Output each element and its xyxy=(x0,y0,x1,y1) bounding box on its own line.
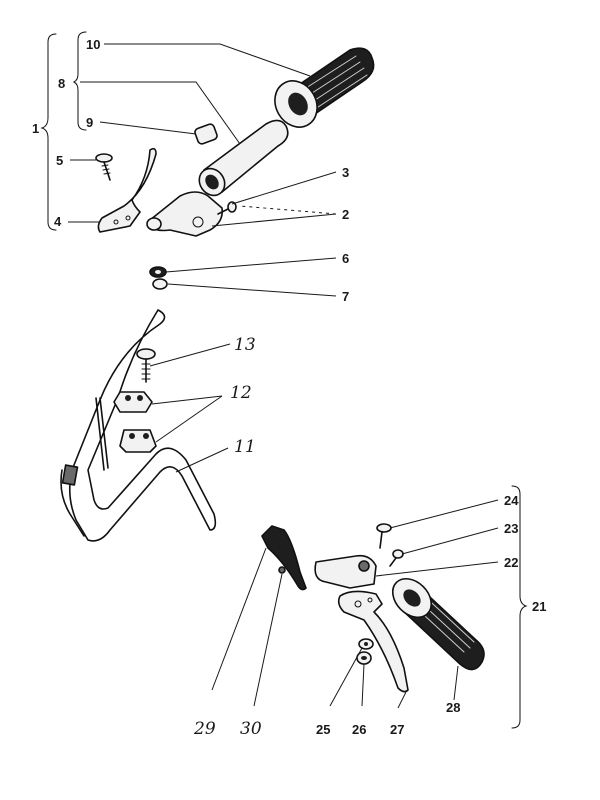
label-part-25: 25 xyxy=(316,722,330,737)
label-part-2: 2 xyxy=(342,207,349,222)
leader-7 xyxy=(167,283,337,297)
label-part-9: 9 xyxy=(86,115,93,130)
leader-12b xyxy=(155,395,223,443)
leader-8 xyxy=(80,81,241,145)
clamp-part-12-lower xyxy=(119,429,157,453)
washer-part-6 xyxy=(149,266,167,278)
label-part-13: 13 xyxy=(234,335,256,355)
leader-24 xyxy=(389,499,499,529)
screw-part-23 xyxy=(389,549,404,567)
leader-22 xyxy=(375,561,499,577)
leader-6 xyxy=(165,257,337,273)
screw-part-24 xyxy=(376,523,392,549)
clutch-lever-part-27 xyxy=(337,590,409,693)
label-part-30: 30 xyxy=(240,719,262,739)
label-part-10: 10 xyxy=(86,37,100,52)
label-part-4: 4 xyxy=(54,214,62,229)
label-part-6: 6 xyxy=(342,251,349,266)
leader-23 xyxy=(401,527,499,555)
label-part-29: 29 xyxy=(193,719,216,739)
leader-12a xyxy=(151,395,223,405)
label-part-7: 7 xyxy=(342,289,349,304)
label-part-22: 22 xyxy=(504,555,518,570)
leader-9 xyxy=(99,121,197,135)
label-part-1: 1 xyxy=(32,121,39,136)
leader-2b xyxy=(211,213,337,227)
washer-part-25 xyxy=(358,638,374,650)
label-part-28: 28 xyxy=(446,700,460,715)
label-part-5: 5 xyxy=(56,153,63,168)
nut-part-7 xyxy=(152,278,168,290)
screw-part-5 xyxy=(95,153,113,181)
roller-part-9 xyxy=(194,123,218,145)
throttle-housing-part-2 xyxy=(146,191,224,237)
throttle-grip-part-10 xyxy=(274,47,375,128)
leader-10 xyxy=(104,43,311,77)
leader-11 xyxy=(175,447,229,473)
screw-part-3 xyxy=(217,201,237,215)
screw-part-13 xyxy=(136,348,156,383)
small-part-30 xyxy=(278,566,286,574)
leader-13 xyxy=(149,343,231,367)
throttle-tube-part-8 xyxy=(198,119,289,197)
label-part-23: 23 xyxy=(504,521,518,536)
lever-cover-part-29 xyxy=(261,525,307,591)
label-part-24: 24 xyxy=(504,493,519,508)
handlebar-part-11 xyxy=(60,309,217,542)
clamp-part-12-upper xyxy=(113,391,153,413)
leader-27 xyxy=(397,691,407,709)
label-part-8: 8 xyxy=(58,76,65,91)
label-part-27: 27 xyxy=(390,722,404,737)
leader-28 xyxy=(453,665,459,701)
lever-part-4 xyxy=(97,147,157,233)
leader-29 xyxy=(211,547,267,691)
leader-30 xyxy=(253,573,283,707)
label-part-3: 3 xyxy=(342,165,349,180)
label-part-12: 12 xyxy=(230,383,252,403)
leader-25 xyxy=(329,647,363,707)
label-part-11: 11 xyxy=(234,437,256,457)
left-grip-part-28 xyxy=(391,577,485,671)
label-part-26: 26 xyxy=(352,722,366,737)
label-part-21: 21 xyxy=(532,599,546,614)
leader-3 xyxy=(231,171,337,205)
bracket-group-21 xyxy=(511,485,528,729)
leader-2a xyxy=(239,205,337,215)
leader-26 xyxy=(361,663,365,707)
bracket-group-8 xyxy=(72,31,87,131)
bracket-group-1 xyxy=(40,33,57,231)
lever-bracket-part-22 xyxy=(314,554,377,589)
